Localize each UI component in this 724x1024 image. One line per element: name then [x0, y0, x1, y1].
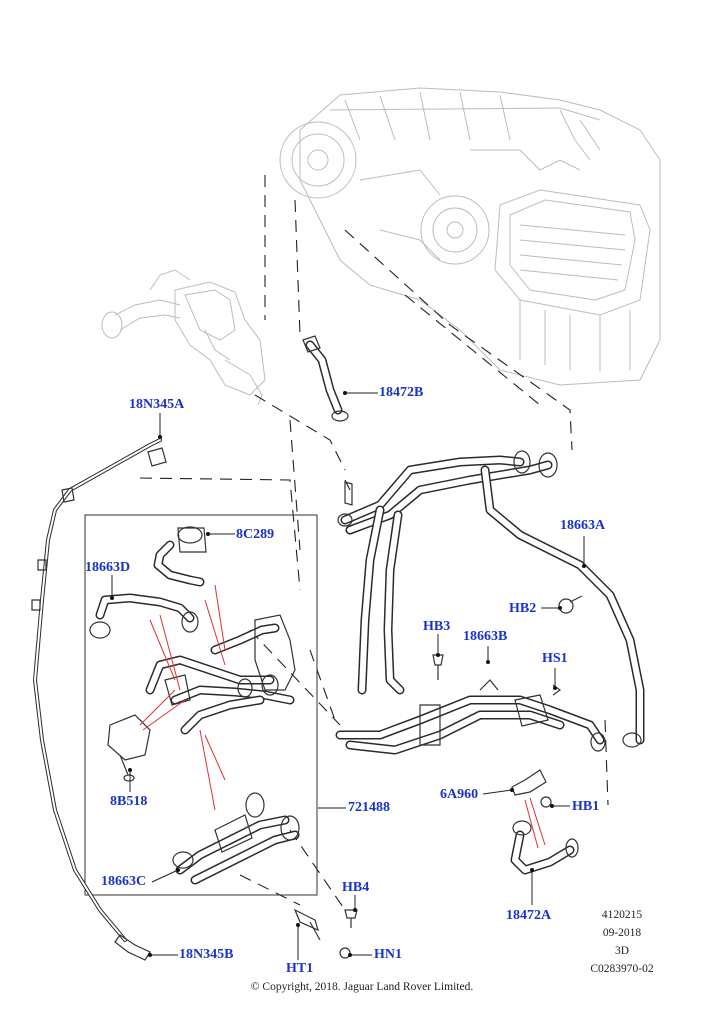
fasteners — [293, 595, 583, 959]
callout-8b518[interactable]: 8B518 — [110, 794, 148, 809]
hvac-unit-ghost — [279, 87, 661, 386]
kit-721488-outline — [84, 514, 318, 896]
callout-hn1[interactable]: HN1 — [374, 947, 402, 962]
callout-ht1[interactable]: HT1 — [286, 961, 314, 976]
callout-18n345a[interactable]: 18N345A — [129, 397, 185, 412]
copyright-notice: © Copyright, 2018. Jaguar Land Rover Lim… — [250, 981, 474, 993]
engine-component-ghost — [101, 269, 266, 406]
callout-leaders — [110, 391, 586, 960]
hose-18n345 — [31, 438, 167, 961]
callout-6a960[interactable]: 6A960 — [440, 787, 479, 802]
callout-721488[interactable]: 721488 — [348, 800, 390, 815]
callout-18663c[interactable]: 18663C — [101, 874, 147, 889]
drawing-date: 09-2018 — [602, 927, 642, 939]
callout-18472a[interactable]: 18472A — [506, 908, 552, 923]
callout-hb2[interactable]: HB2 — [509, 601, 537, 616]
callout-hb3[interactable]: HB3 — [423, 619, 451, 634]
view-type: 3D — [614, 945, 630, 957]
pipe-assembly-18663a — [337, 450, 645, 748]
pipe-18472b — [302, 335, 349, 422]
callout-hb4[interactable]: HB4 — [342, 880, 370, 895]
drawing-code: C0283970-02 — [590, 963, 654, 975]
callout-18n345b[interactable]: 18N345B — [179, 947, 234, 962]
callout-18663d[interactable]: 18663D — [85, 560, 131, 575]
callout-hb1[interactable]: HB1 — [572, 799, 600, 814]
callout-18663a[interactable]: 18663A — [560, 518, 606, 533]
callout-18663b[interactable]: 18663B — [463, 629, 508, 644]
dashed-reference-lines — [139, 175, 609, 911]
kit-721488-parts — [89, 526, 300, 885]
callout-18472b[interactable]: 18472B — [379, 385, 424, 400]
pipe-18663b — [335, 679, 606, 755]
ref-number: 4120215 — [601, 909, 643, 921]
callout-hs1[interactable]: HS1 — [542, 651, 568, 666]
callout-8c289[interactable]: 8C289 — [236, 527, 275, 542]
